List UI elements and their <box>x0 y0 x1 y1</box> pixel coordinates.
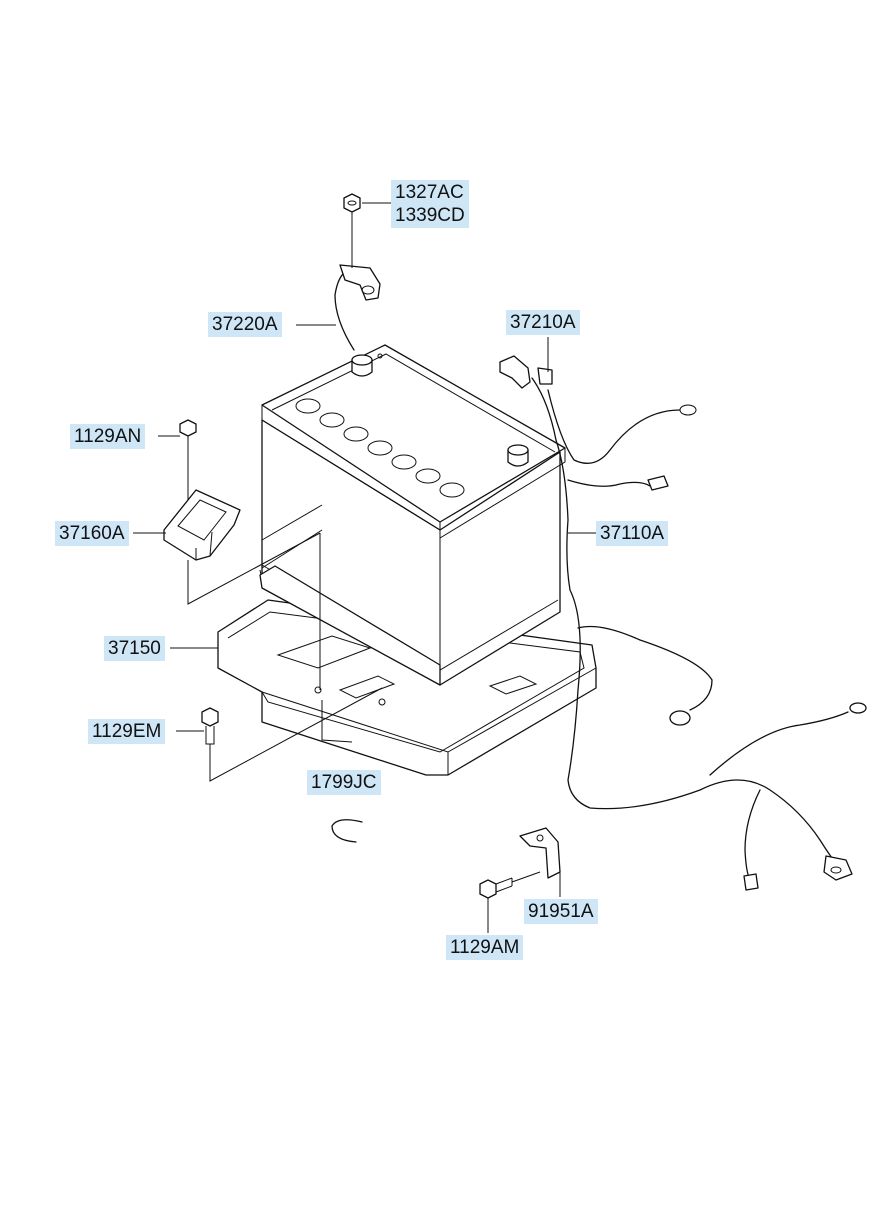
callout-91951a: 91951A <box>524 899 598 924</box>
callout-text: 37160A <box>59 523 125 544</box>
callout-1129em: 1129EM <box>88 719 166 744</box>
callout-text: 1327AC <box>395 182 464 203</box>
callout-text: 1799JC <box>311 772 377 793</box>
harness-bracket <box>480 828 560 898</box>
callout-text: 1129AN <box>74 426 142 447</box>
negative-cable <box>335 265 380 350</box>
terminal-nut <box>344 194 360 268</box>
callout-text: 37150 <box>108 638 161 659</box>
callout-1129an: 1129AN <box>70 424 146 449</box>
callout-text: 91951A <box>528 901 594 922</box>
battery-wiring-harness <box>500 356 866 890</box>
callout-1327ac-1339cd: 1327AC 1339CD <box>391 180 469 228</box>
clip-ring <box>332 820 362 842</box>
tray-bolt <box>202 708 218 744</box>
callout-37210a: 37210A <box>506 310 580 335</box>
callout-37220a: 37220A <box>208 312 282 337</box>
callout-1799jc: 1799JC <box>307 770 381 795</box>
battery <box>260 345 565 685</box>
callout-37110a: 37110A <box>596 521 669 546</box>
callout-text: 1339CD <box>395 205 465 226</box>
battery-terminals <box>352 354 528 466</box>
callout-1129am: 1129AM <box>446 935 524 960</box>
callout-text: 37220A <box>212 314 278 335</box>
callout-text: 37110A <box>600 523 665 544</box>
callout-text: 37210A <box>510 312 576 333</box>
battery-vent-caps <box>296 399 464 497</box>
leader-lines <box>133 203 596 933</box>
battery-bracket <box>164 420 240 560</box>
callout-text: 1129AM <box>450 937 520 958</box>
callout-text: 1129EM <box>92 721 162 742</box>
callout-37160a: 37160A <box>55 521 129 546</box>
callout-37150: 37150 <box>104 636 165 661</box>
